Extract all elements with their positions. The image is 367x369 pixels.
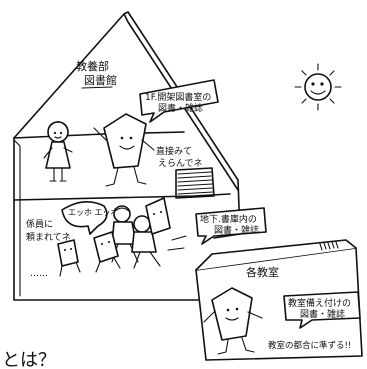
bubble-basement-line1: 地下.書庫内の	[200, 213, 257, 225]
classroom-title: 各教室	[246, 265, 279, 279]
classroom-note: 教室の都合に準ずる!!	[268, 340, 351, 351]
book-character-classroom	[203, 287, 263, 355]
book-characters-basement: ……	[30, 197, 187, 279]
building-title: 教養部 図書館	[76, 59, 117, 89]
cheer-text: エッホ エッホ	[68, 208, 119, 217]
staff-note-line1: 係員に	[26, 219, 53, 230]
speech-bubble-basement: 地下.書庫内の 図書・雑誌	[195, 207, 267, 245]
caption-fragment: とは？	[2, 350, 56, 369]
bubble-classroom-line1: 教室備え付けの	[288, 297, 351, 309]
bubble-floor1-line2: 図書・雑誌	[158, 102, 203, 114]
dots-text: ……	[30, 269, 48, 279]
speech-bubble-classroom: 教室備え付けの 図書・雑誌 教室の都合に準ずる!!	[268, 291, 361, 351]
book-character-floor1	[93, 113, 155, 187]
staff-figures	[111, 205, 161, 269]
browse-note-line1: 直接みて	[156, 145, 192, 157]
staff-note: 係員に 頼まれてネ	[26, 219, 71, 243]
speech-bubble-cheer: エッホ エッホ	[61, 201, 119, 235]
building-title-line1: 教養部	[76, 59, 109, 73]
speech-bubble-floor1: 1F.開架図書室の 図書・雑誌	[139, 79, 219, 123]
browse-note-line2: えらんでネ	[158, 158, 203, 169]
bubble-floor1-line1: 1F.開架図書室の	[145, 91, 211, 103]
bubble-basement-line2: 図書・雑誌	[214, 224, 259, 236]
staff-note-line2: 頼まれてネ	[26, 232, 71, 243]
browse-note: 直接みて えらんでネ	[156, 145, 203, 169]
building-title-line2: 図書館	[84, 73, 117, 87]
bubble-classroom-line2: 図書・雑誌	[300, 308, 345, 320]
sun-icon	[294, 63, 342, 111]
girl-figure	[43, 121, 73, 182]
